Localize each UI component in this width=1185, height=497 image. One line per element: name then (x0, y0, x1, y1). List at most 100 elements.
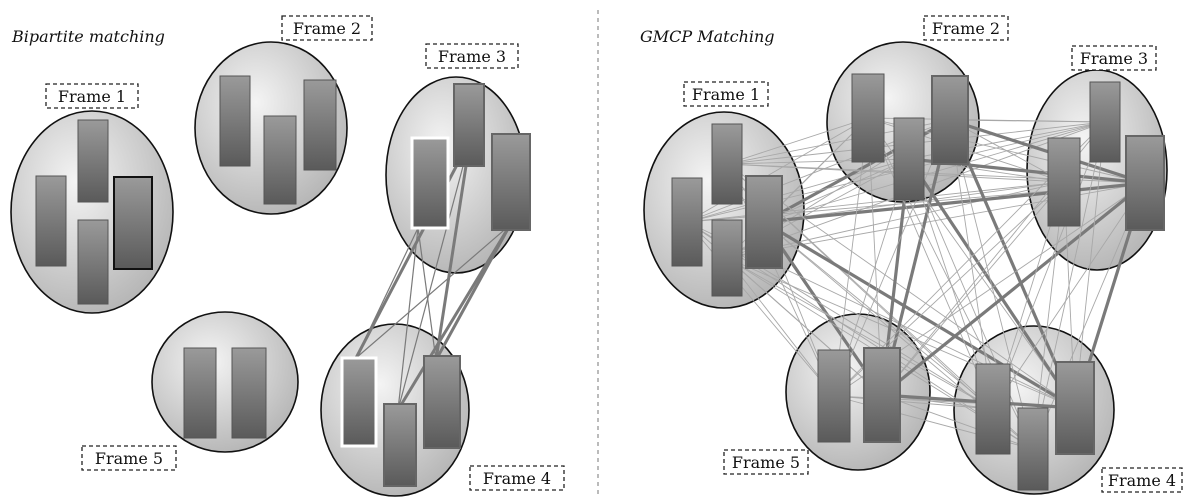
person-thumbnail (77, 119, 109, 203)
person-thumbnail (711, 219, 743, 297)
person-thumbnail (77, 219, 109, 305)
person-thumbnail (817, 349, 851, 443)
frame-4-label: Frame 4 (469, 465, 565, 491)
left-panel: Bipartite matching (10, 15, 565, 497)
frame-2-label: Frame 2 (281, 15, 373, 41)
frame-2-people (219, 75, 337, 205)
frame-5-cluster (151, 311, 299, 453)
person-thumbnail (1089, 81, 1121, 163)
frame-5-label: Frame 5 (723, 449, 809, 475)
frame-5-people (817, 347, 901, 443)
frame-2-label: Frame 2 (923, 15, 1009, 41)
frame-1-people (35, 119, 153, 305)
frame-label-text: Frame 4 (483, 469, 551, 488)
frame-5-cluster (785, 313, 931, 471)
edge (992, 121, 1106, 410)
person-thumbnail (1125, 135, 1165, 231)
person-thumbnail (231, 347, 267, 439)
frame-label-text: Frame 5 (95, 449, 163, 468)
person-thumbnail (423, 355, 461, 449)
person-thumbnail (35, 175, 67, 267)
edge (881, 181, 1065, 396)
person-thumbnail (453, 83, 485, 167)
person-thumbnail (183, 347, 217, 439)
edge (992, 182, 1146, 410)
person-thumbnail (671, 177, 703, 267)
person-thumbnail (745, 175, 783, 269)
frame-label-text: Frame 1 (692, 85, 760, 104)
edge (880, 181, 1147, 397)
bipartite-edges (354, 139, 512, 411)
frame-4-label: Frame 4 (1101, 467, 1183, 493)
frame-1-label: Frame 1 (45, 83, 139, 109)
frame-5-people (183, 347, 267, 439)
right-panel-title: GMCP Matching (640, 27, 775, 46)
edge (434, 224, 512, 361)
edge (396, 224, 512, 411)
edge (686, 117, 869, 223)
highlighted-person-thumbnail (340, 356, 378, 448)
right-panel: GMCP Matching (640, 15, 1183, 495)
frame-3-people (410, 83, 531, 231)
frame-1-people (671, 123, 783, 297)
edge (726, 181, 1065, 259)
left-panel-title: Bipartite matching (11, 27, 165, 46)
frame-label-text: Frame 3 (1080, 49, 1148, 68)
frame-label-text: Frame 5 (732, 453, 800, 472)
frame-label-text: Frame 2 (932, 19, 1000, 38)
edge (417, 227, 437, 361)
frame-2-people (851, 73, 969, 201)
person-thumbnail (263, 115, 297, 205)
edge (397, 227, 419, 411)
edge (686, 158, 910, 223)
person-thumbnail (383, 403, 417, 487)
edge (763, 181, 1146, 224)
frame-3-label: Frame 3 (425, 43, 519, 69)
person-thumbnail (1047, 137, 1081, 227)
edge (763, 220, 1076, 410)
frame-4-people (975, 361, 1095, 491)
highlighted-person-thumbnail (410, 136, 450, 230)
edge (726, 163, 835, 397)
person-thumbnail (219, 75, 251, 167)
person-thumbnail (1017, 407, 1049, 491)
frame-3-label: Frame 3 (1071, 45, 1157, 71)
edge (726, 257, 883, 396)
edge (949, 119, 1034, 450)
edge (726, 257, 835, 397)
frame-5-label: Frame 5 (81, 445, 177, 471)
edge (907, 158, 1077, 409)
edge (949, 119, 994, 410)
person-thumbnail (851, 73, 885, 163)
frame-4-people (340, 355, 461, 487)
edge (726, 117, 869, 165)
frame-label-text: Frame 4 (1108, 471, 1176, 490)
edge (762, 221, 884, 396)
edge (726, 257, 1076, 409)
person-thumbnail (975, 363, 1011, 455)
edge (949, 119, 1106, 123)
edge (397, 139, 471, 411)
edge (833, 395, 994, 410)
edge (763, 221, 994, 410)
edge (833, 119, 951, 397)
person-thumbnail (711, 123, 743, 205)
edge (867, 117, 994, 410)
person-thumbnail (1055, 361, 1095, 455)
person-thumbnail (863, 347, 901, 443)
frame-label-text: Frame 2 (293, 19, 361, 38)
edge (355, 224, 511, 359)
frame-3-people (1047, 81, 1165, 231)
person-thumbnail (303, 79, 337, 171)
edge (726, 163, 1076, 409)
person-thumbnail (491, 133, 531, 231)
frame-1-label: Frame 1 (683, 81, 769, 107)
frame-label-text: Frame 3 (438, 47, 506, 66)
frame-label-text: Frame 1 (58, 87, 126, 106)
edge (948, 119, 1077, 409)
person-thumbnail (893, 117, 925, 201)
edge (686, 221, 1034, 450)
selected-person-thumbnail (113, 176, 153, 270)
